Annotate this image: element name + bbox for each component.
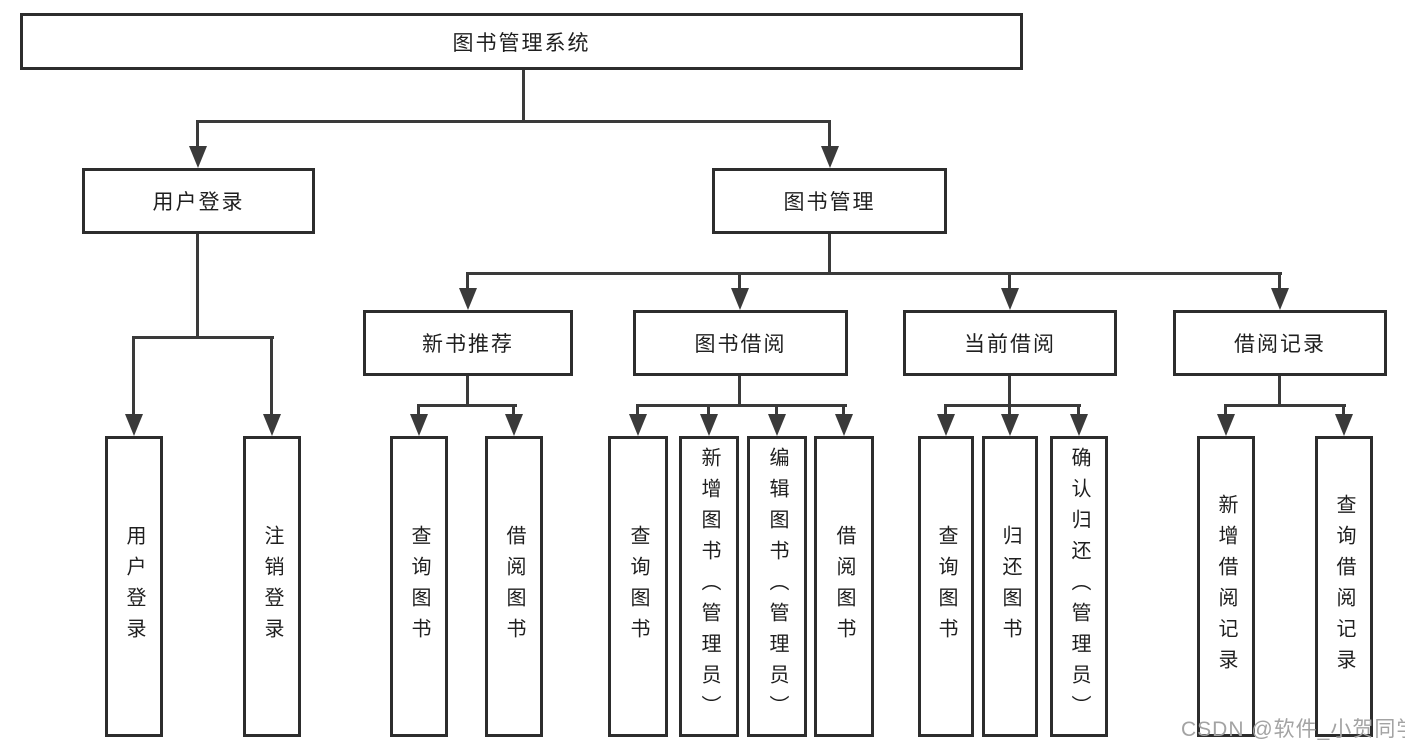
node-logout: 注销登录	[243, 436, 301, 737]
connector-line	[196, 234, 199, 336]
node-library-system: 图书管理系统	[20, 13, 1023, 70]
connector-line	[1224, 404, 1227, 416]
node-book-borrowing: 图书借阅	[633, 310, 848, 376]
connector-line	[466, 376, 469, 404]
node-borrowing-edit-books-admin: 编辑图书（管理员）	[747, 436, 807, 737]
arrowhead-icon	[505, 414, 523, 436]
connector-line	[828, 234, 831, 272]
node-current-query-books: 查询图书	[918, 436, 974, 737]
connector-line	[512, 404, 515, 416]
node-records-query-borrow-record: 查询借阅记录	[1315, 436, 1373, 737]
arrowhead-icon	[937, 414, 955, 436]
connector-line	[270, 336, 273, 416]
connector-line	[944, 404, 947, 416]
connector-line	[1224, 404, 1346, 407]
node-new-book-recommend: 新书推荐	[363, 310, 573, 376]
connector-line	[197, 120, 831, 123]
node-current-return-books: 归还图书	[982, 436, 1038, 737]
connector-line	[522, 70, 525, 120]
connector-line	[132, 336, 135, 416]
node-user-login-group: 用户登录	[82, 168, 315, 234]
node-borrowing-add-books-admin: 新增图书（管理员）	[679, 436, 739, 737]
arrowhead-icon	[821, 146, 839, 168]
arrowhead-icon	[700, 414, 718, 436]
connector-line	[196, 120, 199, 149]
arrowhead-icon	[125, 414, 143, 436]
connector-line	[466, 272, 469, 290]
node-borrowing-query-books: 查询图书	[608, 436, 668, 737]
arrowhead-icon	[731, 288, 749, 310]
node-newbooks-query-books: 查询图书	[390, 436, 448, 737]
arrowhead-icon	[1271, 288, 1289, 310]
csdn-watermark: CSDN @软件_小贺同学	[1181, 718, 1405, 741]
connector-line	[466, 272, 1282, 275]
node-borrowing-borrow-books: 借阅图书	[814, 436, 874, 737]
arrowhead-icon	[1335, 414, 1353, 436]
connector-line	[1008, 272, 1011, 290]
connector-line	[1342, 404, 1345, 416]
connector-line	[707, 404, 710, 416]
connector-line	[944, 404, 1081, 407]
node-user-login: 用户登录	[105, 436, 163, 737]
connector-line	[1008, 404, 1011, 416]
connector-line	[417, 404, 420, 416]
arrowhead-icon	[835, 414, 853, 436]
arrowhead-icon	[459, 288, 477, 310]
connector-line	[1077, 404, 1080, 416]
arrowhead-icon	[1001, 288, 1019, 310]
arrowhead-icon	[1001, 414, 1019, 436]
arrowhead-icon	[768, 414, 786, 436]
node-borrow-records: 借阅记录	[1173, 310, 1387, 376]
arrowhead-icon	[1070, 414, 1088, 436]
connector-line	[738, 376, 741, 404]
node-newbooks-borrow-books: 借阅图书	[485, 436, 543, 737]
connector-line	[132, 336, 274, 339]
arrowhead-icon	[263, 414, 281, 436]
arrowhead-icon	[189, 146, 207, 168]
connector-line	[738, 272, 741, 290]
connector-line	[1278, 376, 1281, 404]
arrowhead-icon	[1217, 414, 1235, 436]
arrowhead-icon	[410, 414, 428, 436]
arrowhead-icon	[629, 414, 647, 436]
connector-line	[636, 404, 639, 416]
node-book-management: 图书管理	[712, 168, 947, 234]
node-records-add-borrow-record: 新增借阅记录	[1197, 436, 1255, 737]
node-current-borrowing: 当前借阅	[903, 310, 1117, 376]
node-current-confirm-return-admin: 确认归还（管理员）	[1050, 436, 1108, 737]
connector-line	[775, 404, 778, 416]
connector-line	[417, 404, 517, 407]
connector-line	[1008, 376, 1011, 404]
connector-line	[828, 120, 831, 149]
connector-line	[842, 404, 845, 416]
connector-line	[636, 404, 847, 407]
connector-line	[1278, 272, 1281, 290]
